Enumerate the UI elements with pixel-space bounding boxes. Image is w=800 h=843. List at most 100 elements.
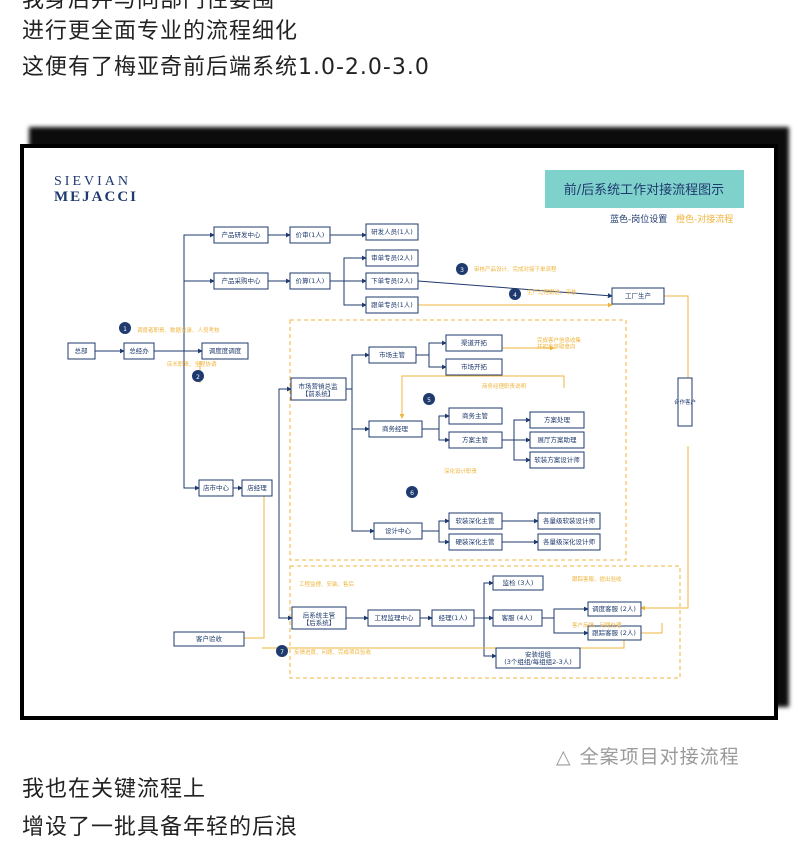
svg-text:总经办: 总经办 <box>129 346 149 355</box>
svg-text:工厂生产: 工厂生产 <box>625 291 652 300</box>
box-customer-accept: 客户验收 <box>173 631 245 647</box>
box-review-1: 价审(1人) <box>289 226 331 244</box>
svg-text:价算(1人): 价算(1人) <box>296 276 325 285</box>
caption-text: 全案项目对接流程 <box>579 746 740 768</box>
svg-text:各量级深化设计师: 各量级深化设计师 <box>543 537 596 546</box>
svg-text:调度度调度: 调度度调度 <box>209 346 242 355</box>
badge-3: 3 <box>456 263 468 275</box>
box-supervise: 监检 (3人) <box>492 575 544 591</box>
box-install: 安装组组(3个组组/每组组2-3人) <box>495 647 581 669</box>
box-hard-deep-designer: 各量级深化设计师 <box>537 533 601 551</box>
box-order-spec: 下单专员(2人) <box>365 272 419 290</box>
svg-text:调度客服 (2人): 调度客服 (2人) <box>592 604 636 613</box>
note-9: 跟踪客服、提出验收 <box>572 575 622 583</box>
article-line-2: 这便有了梅亚奇前后端系统1.0-2.0-3.0 <box>22 55 430 80</box>
note-11: 反馈进度、问题、完成项目验收 <box>294 648 372 656</box>
note-5: 完成客户信息收集并初步获取意向 <box>537 336 582 350</box>
svg-text:3: 3 <box>460 267 464 274</box>
badge-2: 2 <box>192 370 204 382</box>
box-after-director: 后系统主管【后系统】 <box>291 606 347 630</box>
image-caption: △ 全案项目对接流程 <box>556 742 740 769</box>
note-1: 调度者职责、数据记录、人员考核 <box>137 326 220 334</box>
box-project-cs: 合作客户 <box>674 377 696 427</box>
svg-text:5: 5 <box>427 397 431 404</box>
svg-text:监检 (3人): 监检 (3人) <box>503 578 534 587</box>
svg-text:店市中心: 店市中心 <box>203 483 230 492</box>
box-tracking-service: 跟踪客服 (2人) <box>587 625 642 641</box>
note-8: 深化设计职责 <box>444 467 478 475</box>
svg-text:设计中心: 设计中心 <box>385 526 412 535</box>
box-market-dev: 市场开拓 <box>445 358 503 376</box>
svg-text:硬装深化主管: 硬装深化主管 <box>456 537 496 546</box>
svg-text:跟单专员(1人): 跟单专员(1人) <box>371 300 413 309</box>
box-prod-dev: 产品研发中心 <box>213 226 269 244</box>
box-store-center: 店市中心 <box>198 479 234 497</box>
diagram-title: 前/后系统工作对接流程图示 <box>564 182 724 198</box>
svg-text:工程监理中心: 工程监理中心 <box>375 613 415 622</box>
badge-4: 4 <box>509 288 521 300</box>
svg-text:总部: 总部 <box>75 346 89 355</box>
svg-text:商务主管: 商务主管 <box>462 411 489 420</box>
svg-text:7: 7 <box>280 649 284 656</box>
box-gm: 总经办 <box>123 342 155 360</box>
box-plan-supervisor: 方案主管 <box>448 431 503 449</box>
front-system-region <box>289 319 627 561</box>
logo-line-2: MEJACCI <box>54 189 138 205</box>
svg-text:方案处理: 方案处理 <box>544 415 571 424</box>
svg-text:渠道开拓: 渠道开拓 <box>461 338 488 347</box>
svg-text:产品研发中心: 产品研发中心 <box>222 230 262 239</box>
badge-5: 5 <box>423 393 435 405</box>
svg-text:客户验收: 客户验收 <box>196 634 223 643</box>
badge-6: 6 <box>406 486 418 498</box>
box-channel-dev: 渠道开拓 <box>445 334 503 352</box>
svg-text:研发人员(1人): 研发人员(1人) <box>371 227 413 236</box>
box-design-center: 设计中心 <box>373 522 423 540</box>
box-review-2: 价算(1人) <box>289 272 331 290</box>
box-engineering: 工程监理中心 <box>367 609 421 627</box>
box-factory: 工厂生产 <box>611 287 665 305</box>
box-plan-handle: 方案处理 <box>529 411 585 429</box>
svg-text:展厅方案助理: 展厅方案助理 <box>538 435 578 444</box>
svg-text:各量级软装设计师: 各量级软装设计师 <box>543 516 596 525</box>
article-line-1: 进行更全面专业的流程细化 <box>22 19 299 44</box>
note-6: 工程监理、安装、售后 <box>299 580 355 588</box>
logo-line-1: SIEVIAN <box>54 174 131 189</box>
box-hard-deep: 硬装深化主管 <box>448 533 503 551</box>
svg-text:市场营销总监【前系统】: 市场营销总监【前系统】 <box>299 381 339 397</box>
legend-orange: 橙色-对接流程 <box>676 213 733 225</box>
svg-text:审单专员(2人): 审单专员(2人) <box>371 253 413 262</box>
box-market-mgr: 市场主管 <box>368 346 417 364</box>
svg-text:经理(1人): 经理(1人) <box>439 613 468 622</box>
box-manager-1: 经理(1人) <box>431 609 475 627</box>
svg-text:客服 (4人): 客服 (4人) <box>502 613 533 622</box>
title-banner <box>545 170 744 208</box>
box-dispatch: 调度度调度 <box>201 342 249 360</box>
svg-text:后系统主管【后系统】: 后系统主管【后系统】 <box>303 610 336 626</box>
svg-text:商务经理: 商务经理 <box>382 424 409 433</box>
svg-text:市场主管: 市场主管 <box>379 350 406 359</box>
svg-text:下单专员(2人): 下单专员(2人) <box>371 276 413 285</box>
box-marketing: 市场营销总监【前系统】 <box>290 377 347 401</box>
box-follow-spec: 跟单专员(1人) <box>365 296 419 314</box>
box-display-plan: 展厅方案助理 <box>529 431 585 449</box>
badge-7: 7 <box>276 645 288 657</box>
box-service: 客服 (4人) <box>492 609 543 627</box>
box-biz-supervisor: 商务主管 <box>448 407 503 425</box>
note-2: 审核产品设计、完成对接下单流程 <box>474 265 557 273</box>
box-dispatch-service: 调度客服 (2人) <box>587 601 642 617</box>
svg-text:软装方案设计师: 软装方案设计师 <box>534 455 580 464</box>
box-plan-design: 软装方案设计师 <box>529 451 585 469</box>
legend-blue: 蓝色-岗位设置 <box>610 213 667 225</box>
article-line-3: 我也在关键流程上 <box>22 777 207 802</box>
box-soft-deep: 软装深化主管 <box>448 512 503 530</box>
note-7: 商务经理职责说明 <box>482 382 527 390</box>
box-prod-purchase: 产品采购中心 <box>213 272 269 290</box>
triangle-icon: △ <box>556 746 572 768</box>
flowchart-image: SIEVIAN MEJACCI 前/后系统工作对接流程图示 蓝色-岗位设置 橙色… <box>24 148 774 716</box>
box-audit-spec: 审单专员(2人) <box>365 249 419 267</box>
svg-text:价审(1人): 价审(1人) <box>296 230 325 239</box>
box-rd-staff: 研发人员(1人) <box>365 223 419 241</box>
svg-text:1: 1 <box>123 326 127 333</box>
svg-text:6: 6 <box>410 490 414 497</box>
back-system-region <box>289 565 681 679</box>
